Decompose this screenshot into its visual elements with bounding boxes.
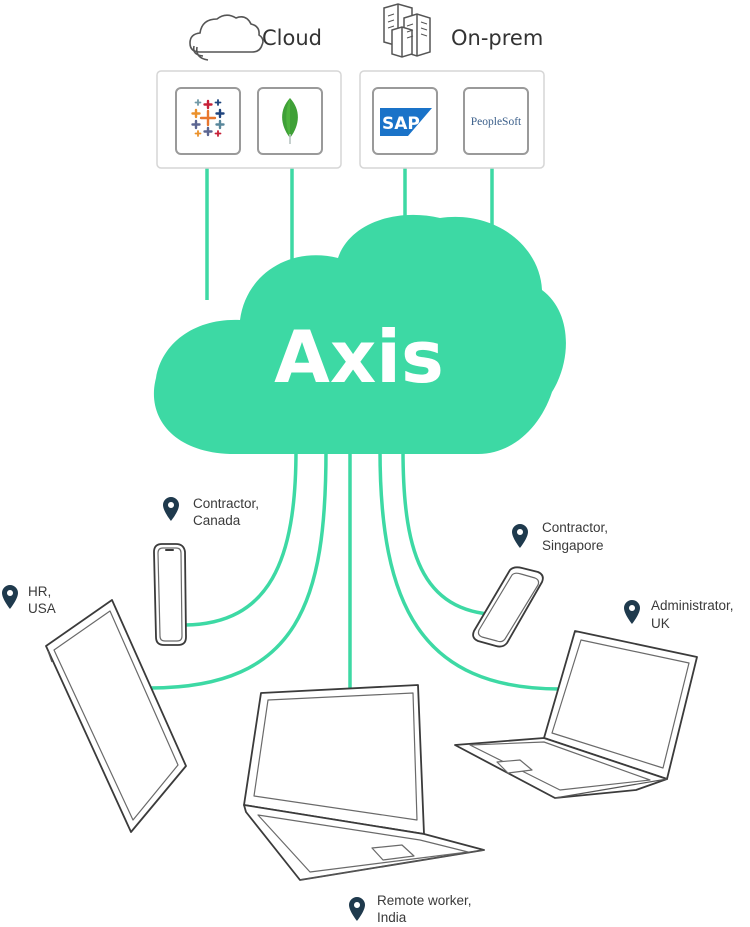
location-label-line2: India (377, 910, 407, 925)
location-pin-icon (163, 497, 179, 521)
cloud-outline-icon (189, 14, 264, 61)
cloud-group-label: Cloud (262, 26, 322, 50)
location-hr-usa: HR, USA (2, 584, 56, 616)
sap-logo-text: SAP (382, 114, 420, 134)
connector-hr-usa (149, 449, 328, 690)
mongodb-tile[interactable] (257, 87, 323, 155)
location-label-line1: HR, (28, 584, 51, 599)
connector-lines-bottom (149, 449, 561, 691)
location-pin-icon (624, 600, 640, 624)
location-label-line1: Contractor, (193, 496, 259, 511)
connector-administrator-uk (378, 449, 561, 691)
axis-hub-cloud: Axis (153, 214, 566, 454)
tableau-tile[interactable] (175, 87, 241, 155)
location-pin-icon (2, 585, 18, 609)
location-pin-icon (512, 524, 528, 548)
connector-contractor-singapore (401, 449, 506, 617)
location-label-line2: Singapore (542, 538, 604, 553)
hr-usa-tablet (45, 599, 187, 833)
location-label-line2: Canada (193, 513, 241, 528)
mongodb-leaf-icon (282, 98, 298, 144)
location-administrator-uk: Administrator, UK (624, 598, 734, 631)
location-remote-worker-india: Remote worker, India (349, 893, 472, 925)
connector-contractor-canada (184, 449, 298, 627)
location-label-line2: UK (651, 616, 670, 631)
onprem-group-header: On-prem (383, 3, 543, 58)
contractor-canada-phone (153, 543, 187, 646)
location-pin-icon (349, 897, 365, 921)
tableau-logo-icon (191, 99, 225, 137)
remote-worker-india-laptop (243, 684, 485, 881)
location-label-line2: USA (28, 601, 56, 616)
contractor-singapore-phone (472, 566, 544, 648)
location-label-line1: Contractor, (542, 520, 608, 535)
axis-hub-label: Axis (274, 315, 444, 399)
location-contractor-canada: Contractor, Canada (163, 496, 259, 528)
location-label-line1: Remote worker, (377, 893, 472, 908)
peoplesoft-tile[interactable]: PeopleSoft (463, 87, 529, 155)
peoplesoft-logo-text: PeopleSoft (471, 116, 522, 128)
cloud-apps-box (156, 70, 342, 169)
cloud-group-header: Cloud (189, 14, 322, 61)
onprem-group-label: On-prem (451, 26, 543, 50)
location-contractor-singapore: Contractor, Singapore (512, 520, 608, 553)
onprem-apps-box: SAP PeopleSoft (359, 70, 545, 169)
sap-logo-icon: SAP (380, 108, 432, 136)
administrator-uk-laptop (454, 630, 698, 799)
sap-tile[interactable]: SAP (372, 87, 438, 155)
buildings-icon (383, 3, 431, 58)
location-label-line1: Administrator, (651, 598, 734, 613)
